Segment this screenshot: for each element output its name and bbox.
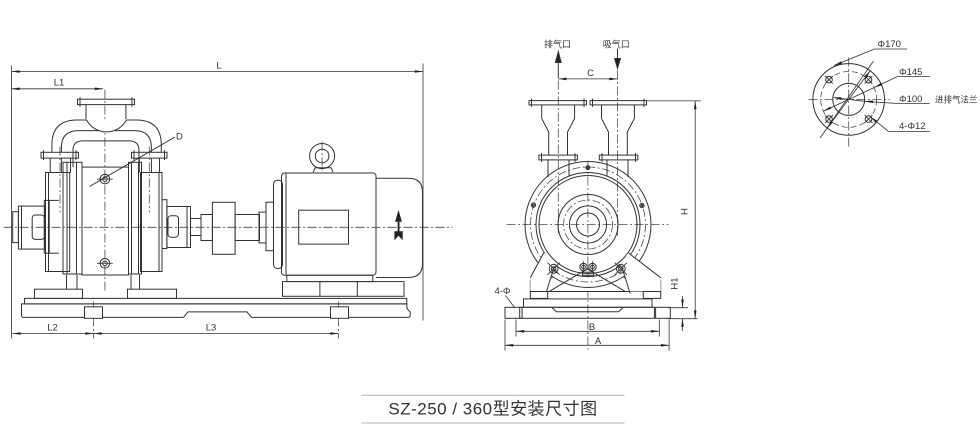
svg-text:L: L [216,61,221,72]
svg-text:4-Φ12: 4-Φ12 [899,121,926,132]
svg-text:L2: L2 [47,323,58,334]
svg-text:Φ145: Φ145 [899,67,922,78]
svg-text:Φ100: Φ100 [899,94,922,105]
svg-text:SZ-250 / 360型安装尺寸图: SZ-250 / 360型安装尺寸图 [388,400,597,419]
svg-text:B: B [589,322,595,333]
svg-text:进排气法兰: 进排气法兰 [935,95,978,105]
svg-text:H1: H1 [670,277,681,289]
svg-text:H: H [680,208,691,215]
svg-text:吸气口: 吸气口 [603,39,630,50]
svg-text:L3: L3 [206,323,217,334]
svg-text:4-Φ: 4-Φ [494,286,510,297]
svg-text:C: C [587,68,594,79]
svg-text:排气口: 排气口 [544,39,571,50]
svg-text:Φ170: Φ170 [878,39,901,50]
svg-text:A: A [595,336,602,347]
svg-text:L1: L1 [54,78,65,89]
svg-text:D: D [176,132,183,143]
